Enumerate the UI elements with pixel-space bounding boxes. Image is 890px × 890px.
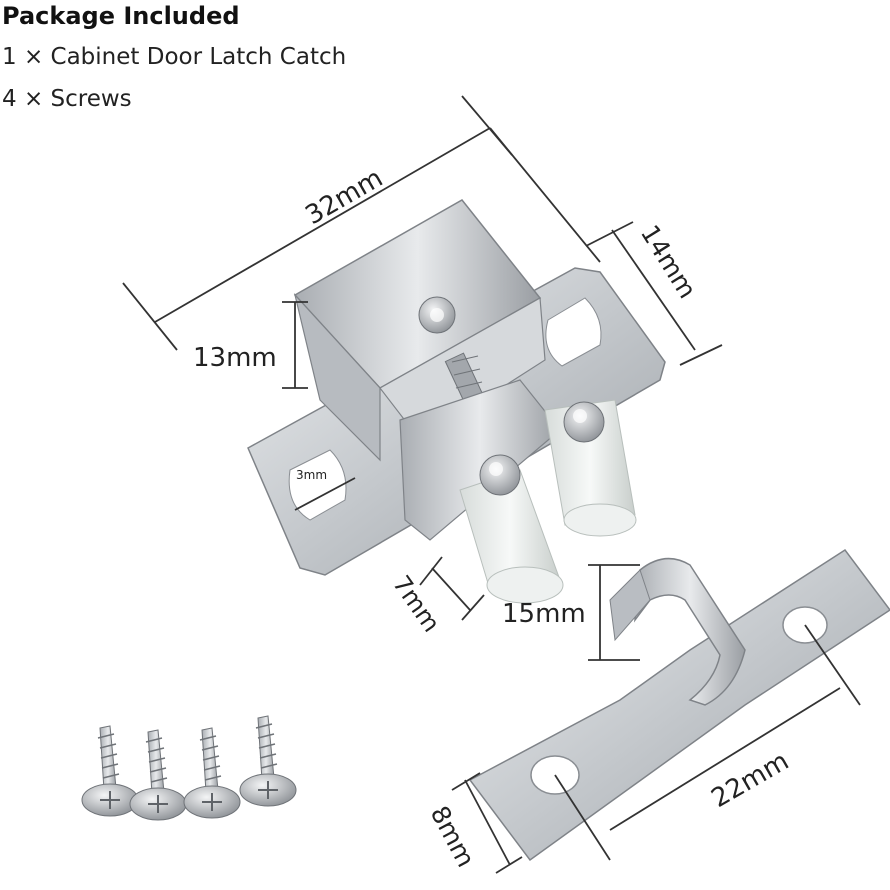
dim-14mm: 14mm	[635, 220, 702, 304]
dim-7mm: 7mm	[387, 570, 446, 637]
dim-32mm: 32mm	[301, 163, 389, 231]
latch-icon	[247, 199, 666, 604]
dim-15mm: 15mm	[502, 599, 586, 629]
screw-icon	[81, 725, 139, 817]
dim-22mm: 22mm	[707, 746, 795, 814]
dimension-lines	[122, 95, 861, 874]
screws-group	[81, 715, 297, 821]
dim-8mm: 8mm	[425, 801, 481, 872]
dim-13mm: 13mm	[193, 343, 277, 373]
dim-3mm: 3mm	[296, 468, 327, 482]
package-item-latch: 1 × Cabinet Door Latch Catch	[2, 44, 347, 70]
package-item-screws: 4 × Screws	[2, 86, 132, 112]
screw-icon	[239, 715, 297, 807]
screw-icon	[183, 727, 241, 819]
package-title: Package Included	[2, 2, 240, 30]
screw-icon	[129, 729, 187, 821]
